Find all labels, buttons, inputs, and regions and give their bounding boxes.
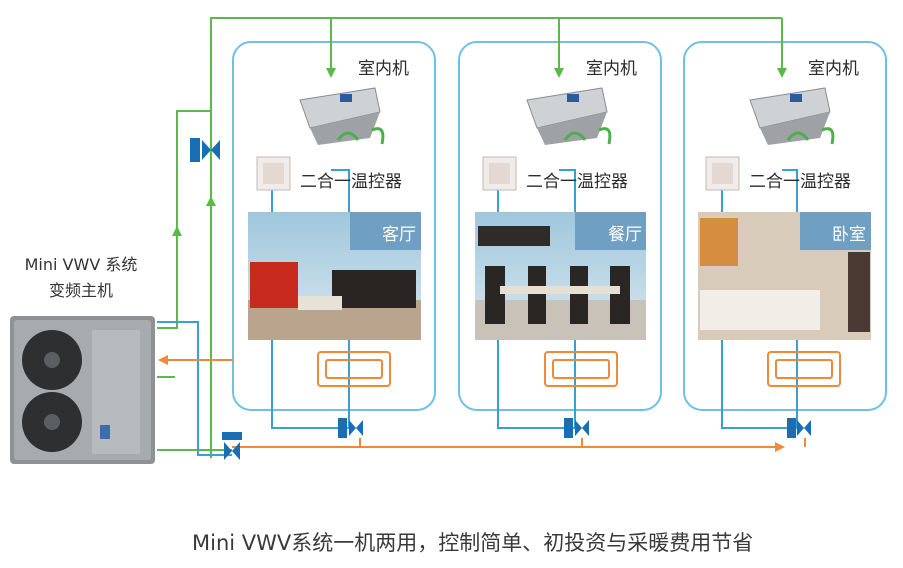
caption: Mini VWV系统一机两用，控制简单、初投资与采暖费用节省 [192, 531, 754, 555]
thermostat-label-dining: 二合一温控器 [526, 172, 628, 192]
floor-heating-coils [317, 351, 841, 387]
host-subtitle: 变频主机 [48, 281, 113, 300]
thermostat-label-bedroom: 二合一温控器 [749, 172, 851, 192]
valves [190, 138, 811, 460]
indoor-unit-label-bedroom: 室内机 [808, 59, 859, 79]
host-label: Mini VWV 系统 变频主机 [6, 252, 156, 304]
room-photo-dining [475, 212, 646, 340]
green-arrows [172, 68, 787, 236]
orange-pipes [165, 359, 806, 448]
outdoor-unit [10, 316, 155, 464]
room-label-living: 客厅 [382, 225, 416, 245]
indoor-unit-label-dining: 室内机 [586, 59, 637, 79]
green-pipes [157, 17, 783, 458]
room-photo-bedroom [698, 212, 871, 340]
orange-arrows [158, 355, 785, 452]
indoor-units [299, 87, 835, 145]
room-photo-living [248, 212, 421, 340]
room-label-dining: 餐厅 [608, 225, 642, 245]
host-title: Mini VWV 系统 [24, 255, 138, 274]
room-label-bedroom: 卧室 [832, 225, 866, 245]
thermostats [256, 156, 740, 191]
indoor-unit-label-living: 室内机 [358, 59, 409, 79]
thermostat-label-living: 二合一温控器 [300, 172, 402, 192]
